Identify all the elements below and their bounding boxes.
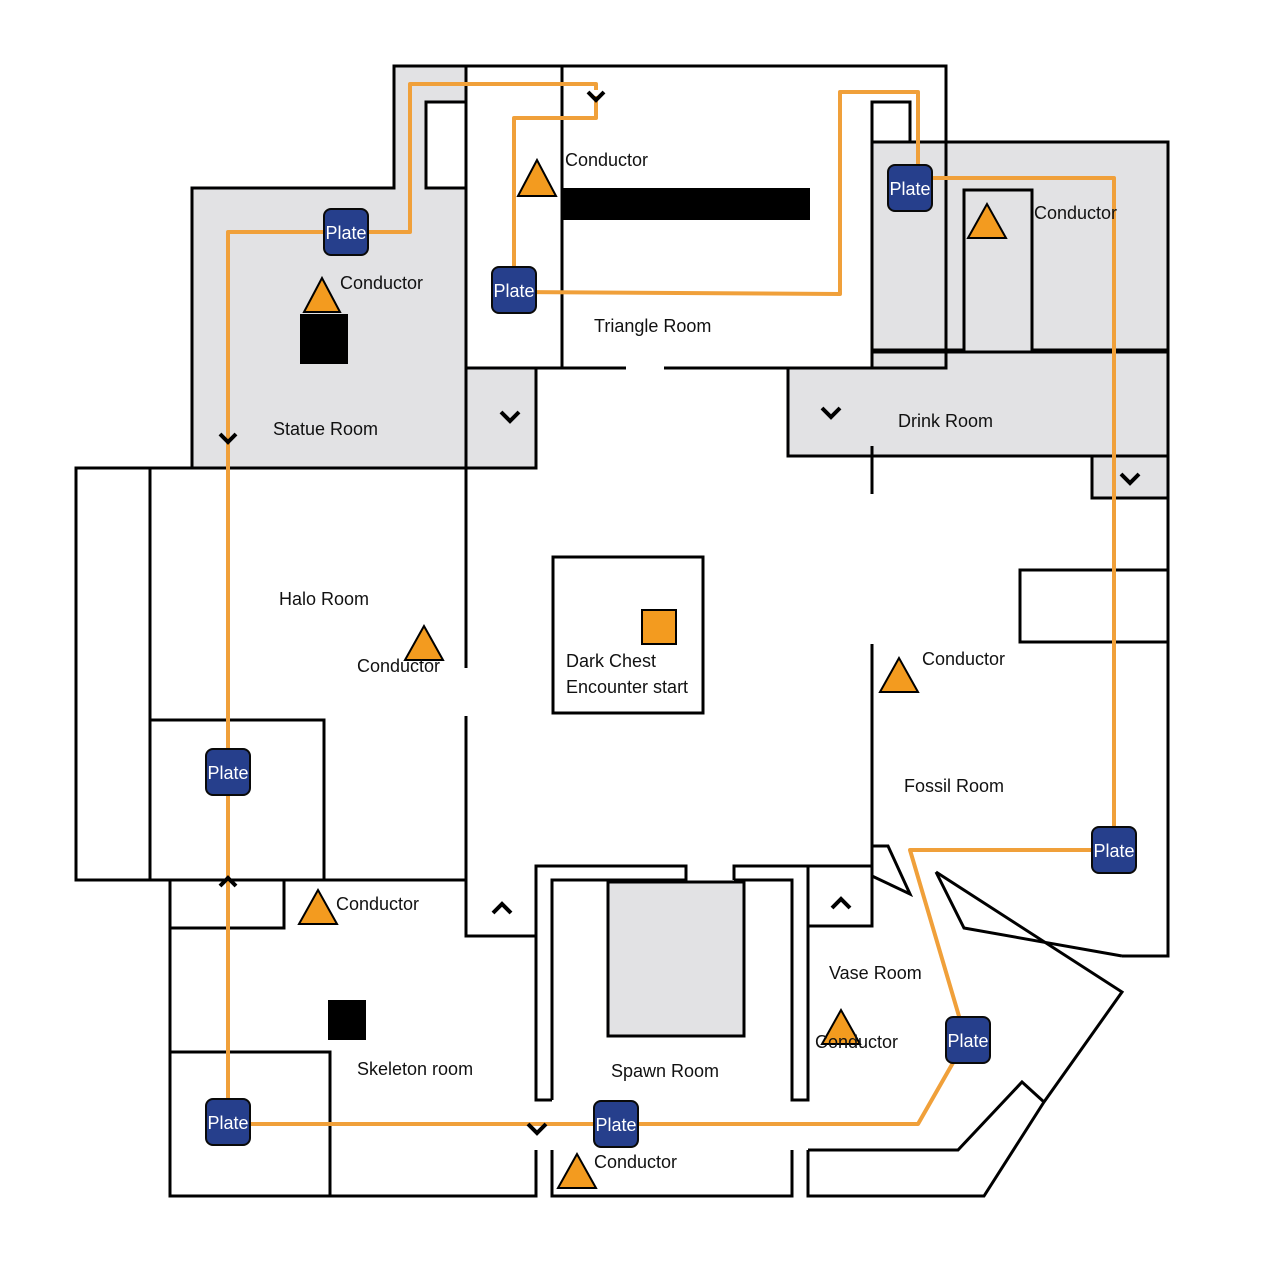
conductor-markers [297,157,1008,1189]
conductor-label: Conductor [815,1032,898,1052]
plate-label: Plate [595,1115,636,1135]
room-label-vase: Vase Room [829,963,922,983]
wall-spawn-right [732,864,810,1102]
drink-room-alcove [1090,454,1170,500]
chevron-down-icon [1119,472,1141,486]
wall-fossil-shelf [1018,568,1170,644]
chest-label-line2: Encounter start [566,677,688,697]
triangle-icon [302,275,342,313]
chevron-up-icon [830,896,852,910]
direction-markers [218,90,1141,1136]
chevron-down-icon [499,410,521,424]
plate-label: Plate [207,1113,248,1133]
chevron-up-icon [218,875,238,888]
room-label-triangle: Triangle Room [594,316,711,336]
triangle-room-bay [464,366,538,470]
plate-icon: Plate [887,164,933,212]
wall-fossil-right [1122,498,1170,958]
chest-icon [641,609,677,645]
conductor-label: Conductor [357,656,440,676]
plate-icon: Plate [205,1098,251,1146]
room-label-halo: Halo Room [279,589,369,609]
wall-skeleton-plate-box [170,1050,332,1196]
wall-halo-plate-box [150,718,326,880]
chest-label-line1: Dark Chest [566,651,656,671]
conductor-label: Conductor [336,894,419,914]
chevron-down-icon [820,406,842,420]
triangle-icon [556,1151,598,1189]
drink-room-floor [786,140,1170,458]
triangle-icon [820,1007,862,1045]
plate-label: Plate [1093,841,1134,861]
plate-icon: Plate [491,266,537,314]
chevron-down-icon [526,1122,548,1136]
room-label-drink: Drink Room [898,411,993,431]
wall-drink-notch [870,100,912,142]
wall-skeleton-room [168,880,538,1198]
room-label-skeleton: Skeleton room [357,1059,473,1079]
triangle-icon [516,157,558,197]
room-labels: Statue Room Triangle Room Drink Room Hal… [273,316,1004,1081]
room-label-fossil: Fossil Room [904,776,1004,796]
triangle-icon [878,655,920,693]
plate-icon: Plate [323,208,369,256]
wall-vase-diagonal-small [871,844,914,898]
conductor-label: Conductor [565,150,648,170]
wall-triangle-room [466,64,948,370]
spawn-room-block [606,880,746,1038]
wall-vase-top [808,864,874,928]
conductor-label: Conductor [922,649,1005,669]
plate-icon: Plate [945,1016,991,1064]
path-statue-to-halo [226,82,598,1122]
room-label-statue: Statue Room [273,419,378,439]
chevron-up-icon [491,901,513,915]
triangle-icon [403,623,445,661]
wall-spawn-bottom [550,1150,794,1198]
plate-icon: Plate [593,1100,639,1148]
triangle-icon [966,201,1008,239]
conductor-label: Conductor [594,1152,677,1172]
wall-halo-room [74,466,466,882]
shaded-areas [190,64,1170,1038]
chevron-down-icon [586,90,606,103]
wall-chest-box [551,555,705,715]
triangle-room-bar [562,188,810,220]
plate-icon: Plate [1091,826,1137,874]
room-label-spawn: Spawn Room [611,1061,719,1081]
statue-room-floor [190,64,468,470]
plate-label: Plate [325,223,366,243]
wall-vase-bottom-ledge [808,1079,1046,1152]
conductor-labels: Conductor Conductor Conductor Conductor … [336,150,1117,1172]
conductor-label: Conductor [340,273,423,293]
triangle-icon [297,887,339,925]
plate-label: Plate [207,763,248,783]
wall-skeleton-ledge [170,880,286,930]
chevron-down-icon [218,432,238,445]
walls [74,64,1170,1198]
pressure-plates: Plate Plate Plate Plate Plate Plate Plat… [205,164,1137,1148]
skeleton-block-icon [328,1000,366,1040]
path-triangle-loop [512,90,1116,850]
conductor-label: Conductor [1034,203,1117,223]
statue-block-icon [300,314,348,364]
plate-label: Plate [889,179,930,199]
plate-icon: Plate [205,748,251,796]
wall-vase-outer [806,870,1125,1198]
wall-spawn-left [534,864,688,1102]
wall-vase-inner-wedge [934,871,1123,958]
plate-label: Plate [493,281,534,301]
plate-label: Plate [947,1031,988,1051]
